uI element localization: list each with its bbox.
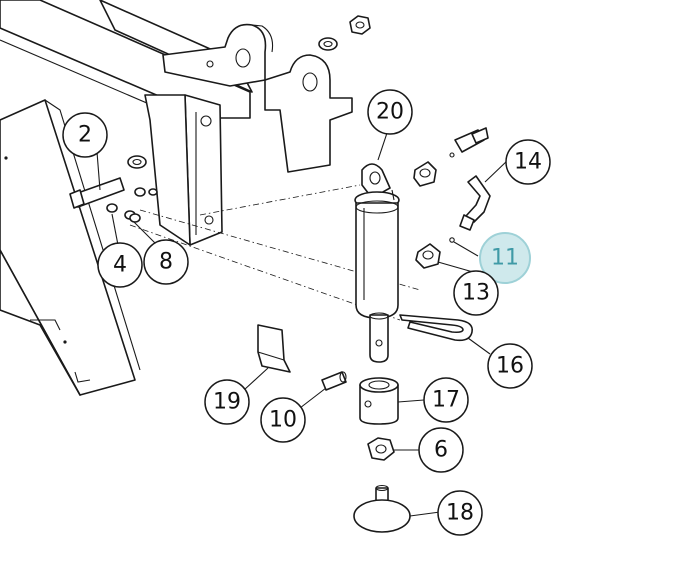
callout-6[interactable]: 6 xyxy=(418,427,464,473)
callout-label: 2 xyxy=(78,123,92,148)
callout-label: 10 xyxy=(269,408,297,433)
nuts-washers xyxy=(106,187,158,223)
callout-label: 16 xyxy=(496,354,524,379)
bolt-part xyxy=(69,155,147,209)
callout-label: 18 xyxy=(446,501,474,526)
callout-2[interactable]: 2 xyxy=(62,112,108,158)
callout-4[interactable]: 4 xyxy=(97,242,143,288)
callout-label: 14 xyxy=(514,150,542,175)
callout-11[interactable]: 11 xyxy=(479,232,531,284)
callout-13[interactable]: 13 xyxy=(453,270,499,316)
callout-label: 8 xyxy=(159,250,173,275)
callout-19[interactable]: 19 xyxy=(204,379,250,425)
label-sticker xyxy=(257,324,291,373)
callout-label: 19 xyxy=(213,390,241,415)
sleeve xyxy=(359,377,399,425)
callout-16[interactable]: 16 xyxy=(487,343,533,389)
main-frame xyxy=(0,0,253,396)
callout-14[interactable]: 14 xyxy=(505,139,551,185)
callout-8[interactable]: 8 xyxy=(143,239,189,285)
callout-20[interactable]: 20 xyxy=(367,89,413,135)
pin xyxy=(321,371,347,391)
hex-nut xyxy=(367,437,395,461)
fittings xyxy=(413,127,491,269)
callout-label: 11 xyxy=(491,246,519,271)
callout-label: 17 xyxy=(432,388,460,413)
top-nut-washer xyxy=(318,15,371,51)
callout-label: 20 xyxy=(376,100,404,125)
callout-18[interactable]: 18 xyxy=(437,490,483,536)
u-bolt xyxy=(399,314,474,342)
callout-10[interactable]: 10 xyxy=(260,397,306,443)
callout-17[interactable]: 17 xyxy=(423,377,469,423)
callout-label: 4 xyxy=(113,253,127,278)
hydraulic-cylinder xyxy=(354,163,400,363)
leader-lines xyxy=(96,129,509,517)
bracket-plates xyxy=(162,23,353,173)
foot-pad xyxy=(353,484,411,533)
callout-label: 6 xyxy=(434,438,448,463)
callout-label: 13 xyxy=(462,281,490,306)
center-lines xyxy=(129,184,421,321)
